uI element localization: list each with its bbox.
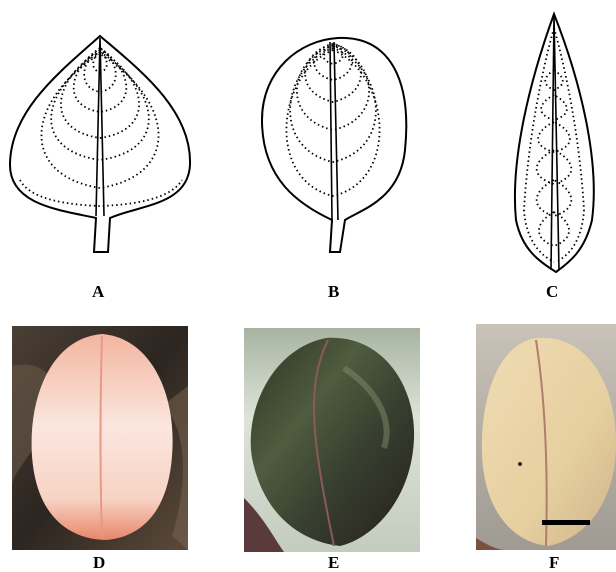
panel-label-f: F <box>549 554 559 571</box>
panel-label-d: D <box>93 554 105 571</box>
panel-label-b: B <box>328 283 339 300</box>
leaf-photo-d <box>12 326 188 550</box>
leaf-photo-e <box>244 328 420 552</box>
panel-label-e: E <box>328 554 339 571</box>
panel-label-c: C <box>546 283 558 300</box>
panel-label-a: A <box>92 283 104 300</box>
leaf-photo-f <box>476 324 616 550</box>
scale-bar <box>542 520 590 525</box>
